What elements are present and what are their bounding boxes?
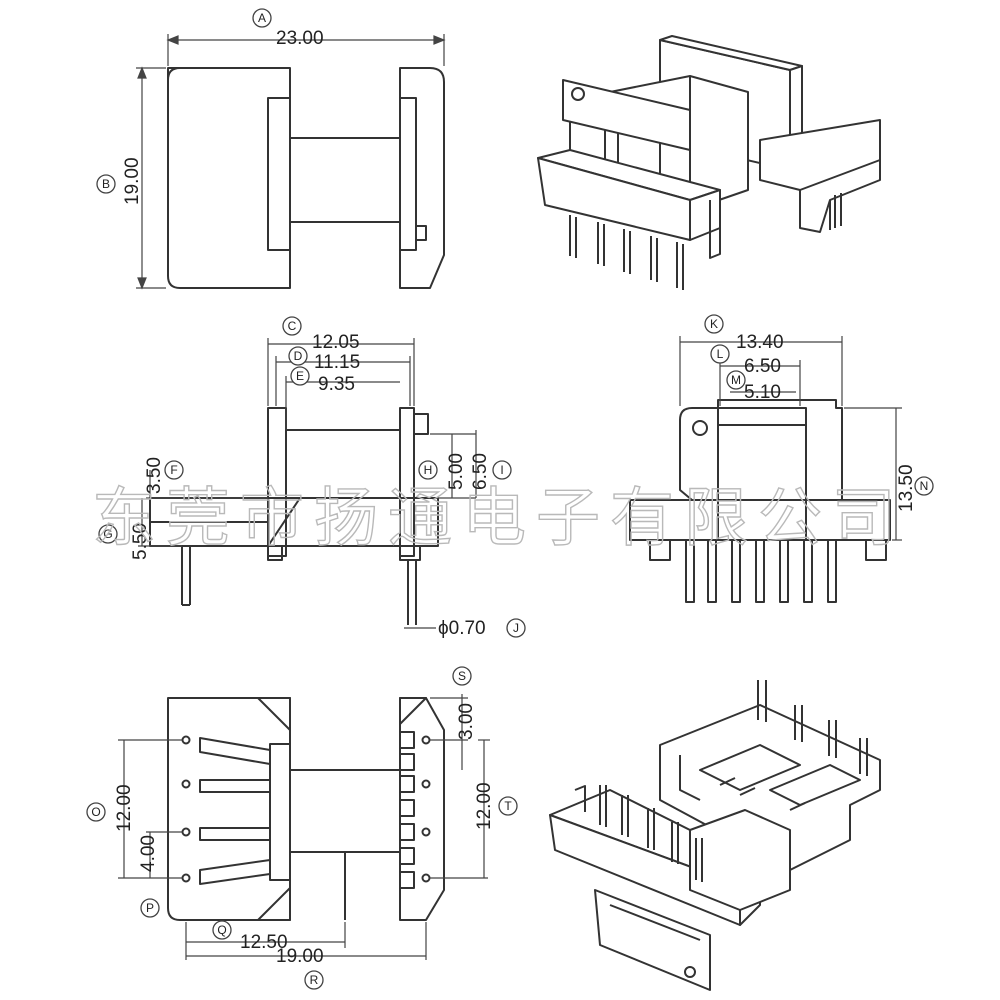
dim-r-value: 19.00: [276, 946, 324, 967]
front-view: 13.40 K 6.50 L 5.10 M 13.50 N: [629, 314, 934, 603]
dim-q-letter: Q: [217, 923, 226, 937]
dim-p-value: 4.00: [138, 835, 159, 872]
dim-s-marker: [452, 666, 472, 686]
dim-i-letter: I: [500, 463, 503, 477]
dim-m-value: 5.10: [744, 382, 781, 403]
dim-r-letter: R: [310, 973, 319, 987]
dim-j-marker: [506, 618, 526, 638]
right-flange-pin-slots: [399, 731, 415, 889]
dim-q-value: 12.50: [240, 932, 288, 953]
dim-o-letter: O: [91, 805, 100, 819]
dim-d-letter: D: [294, 349, 303, 363]
dim-c-value: 12.05: [312, 332, 360, 353]
dim-r-marker: [304, 970, 324, 990]
isometric-bottom-view: [549, 680, 881, 991]
dim-e-value: 9.35: [318, 374, 355, 395]
dim-m-marker: [726, 370, 746, 390]
dim-b-value: 19.00: [122, 157, 143, 205]
dim-n-letter: N: [920, 479, 929, 493]
dim-d-value: 11.15: [314, 352, 360, 373]
dim-l-marker: [710, 344, 730, 364]
dim-k-value: 13.40: [736, 332, 784, 353]
dim-c-marker: [282, 316, 302, 336]
dim-l-value: 6.50: [744, 356, 781, 377]
dim-o-marker: [86, 802, 106, 822]
dim-e-marker: [290, 366, 310, 386]
dim-i-marker: [492, 460, 512, 480]
dim-s-letter: S: [458, 669, 466, 683]
dim-b-marker: [96, 174, 116, 194]
dim-d-marker: [288, 346, 308, 366]
company-watermark: 东莞市扬通电子有限公司: [92, 482, 906, 556]
front-view-pins: [685, 539, 837, 603]
dim-s-value: 3.00: [456, 703, 477, 740]
dim-t-letter: T: [504, 799, 512, 813]
dim-h-letter: H: [424, 463, 433, 477]
dim-t-marker: [498, 796, 518, 816]
dim-g-marker: [98, 524, 118, 544]
dim-l-letter: L: [717, 347, 724, 361]
dim-t-value: 12.00: [474, 782, 495, 830]
dim-p-letter: P: [146, 901, 154, 915]
dim-p-marker: [140, 898, 160, 918]
dim-c-letter: C: [288, 319, 297, 333]
dim-n-marker: [914, 476, 934, 496]
dim-e-letter: E: [296, 369, 304, 383]
isometric-top-view: [537, 35, 881, 290]
dim-g-letter: G: [103, 527, 112, 541]
top-view: 23.00 A 19.00 B: [96, 8, 446, 290]
dim-g-value: 5.50: [130, 523, 151, 560]
side-view: 12.05 C 11.15 D 9.35 E 3.50 F 5.50 G 5.0…: [98, 316, 526, 639]
dim-a-value: 23.00: [276, 28, 324, 49]
dim-i-value: 6.50: [470, 453, 491, 490]
dim-o-value: 12.00: [114, 784, 135, 832]
dim-f-letter: F: [170, 463, 177, 477]
dim-k-letter: K: [710, 317, 718, 331]
front-pins: [569, 215, 684, 290]
dim-j-letter: J: [513, 621, 519, 635]
dim-h-marker: [418, 460, 438, 480]
bottom-view: 12.00 O 4.00 P 12.50 Q 19.00 R 3.00 S 12…: [86, 666, 518, 990]
dim-b-letter: B: [102, 177, 110, 191]
dim-a-marker: [252, 8, 272, 28]
dim-j-value: ϕ0.70: [438, 618, 486, 639]
dim-q-marker: [212, 920, 232, 940]
dim-f-marker: [164, 460, 184, 480]
dim-a-letter: A: [258, 11, 266, 25]
dim-f-value: 3.50: [144, 457, 165, 494]
dim-n-value: 13.50: [896, 464, 917, 512]
dim-m-letter: M: [731, 373, 741, 387]
dim-k-marker: [704, 314, 724, 334]
dim-h-value: 5.00: [446, 453, 467, 490]
